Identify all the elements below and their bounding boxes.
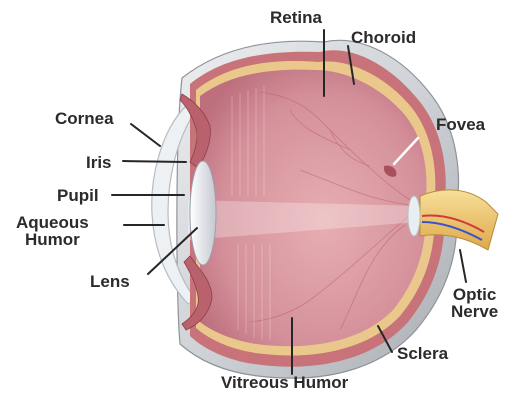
leader-iris [123, 161, 186, 162]
label-optic-nerve: Optic Nerve [451, 286, 498, 320]
label-retina: Retina [270, 9, 322, 26]
label-fovea: Fovea [436, 116, 485, 133]
label-aqueous-line2: Humor [16, 231, 89, 248]
label-pupil: Pupil [57, 187, 99, 204]
label-cornea: Cornea [55, 110, 114, 127]
label-aqueous-line1: Aqueous [16, 214, 89, 231]
optic-disc [408, 196, 420, 236]
leader-cornea [131, 124, 160, 146]
label-optic-line1: Optic [451, 286, 498, 303]
label-choroid: Choroid [351, 29, 416, 46]
label-iris: Iris [86, 154, 112, 171]
label-optic-line2: Nerve [451, 303, 498, 320]
label-sclera: Sclera [397, 345, 448, 362]
lens-shape [190, 161, 216, 265]
label-vitreous-humor: Vitreous Humor [221, 374, 348, 391]
leader-optic-nerve [460, 250, 466, 282]
label-lens: Lens [90, 273, 130, 290]
label-aqueous-humor: Aqueous Humor [16, 214, 89, 248]
